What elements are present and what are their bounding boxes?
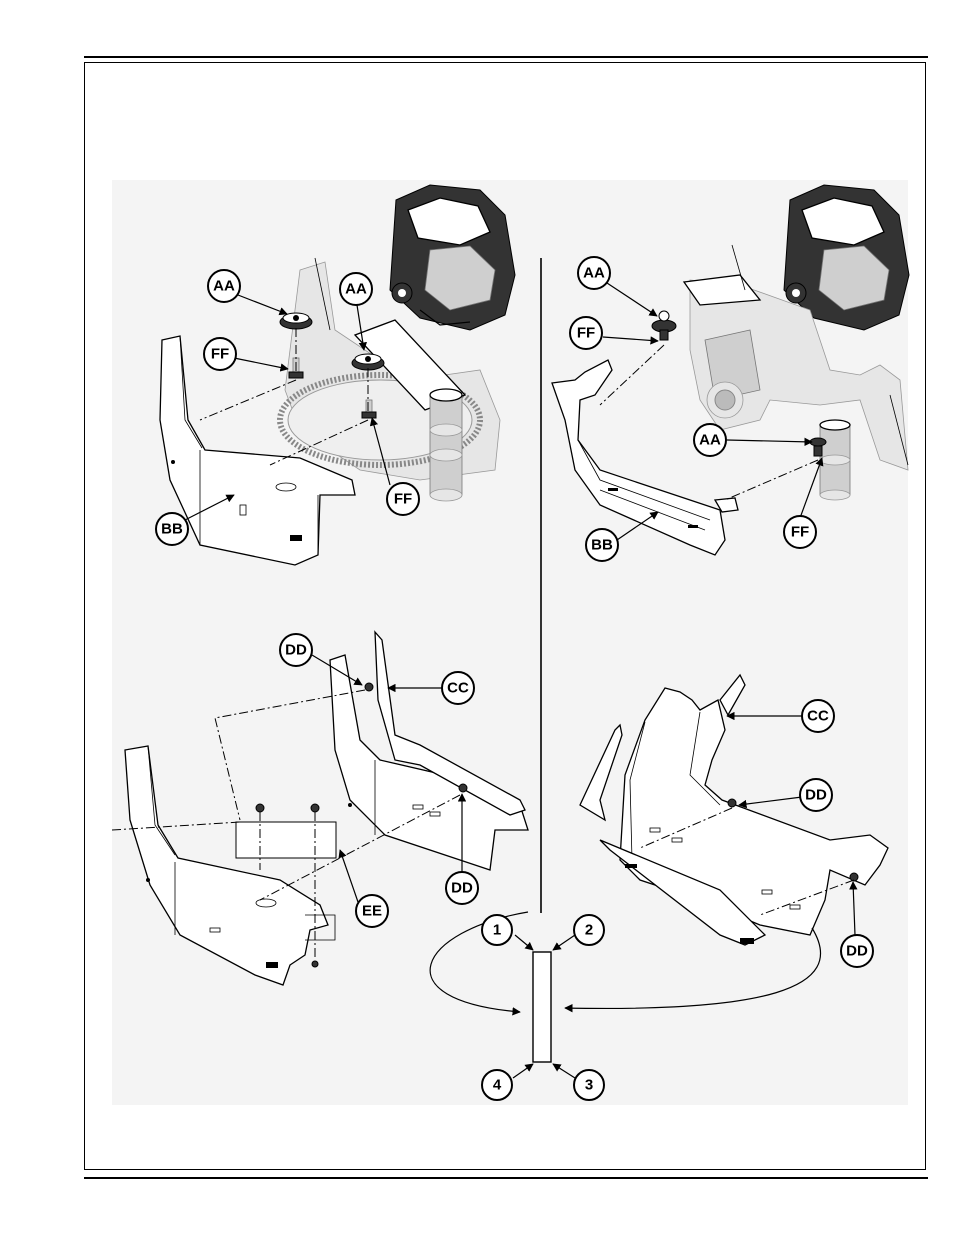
callout-ff-3: FF bbox=[570, 317, 602, 349]
callout-ff-2-label: FF bbox=[394, 491, 412, 508]
callout-bb-1: BB bbox=[156, 513, 188, 545]
callout-aa-3: AA bbox=[578, 257, 610, 289]
callout-aa-2: AA bbox=[340, 273, 372, 305]
callout-cc-2: CC bbox=[802, 700, 834, 732]
callout-bb-1-label: BB bbox=[161, 521, 183, 538]
callout-dd-1-label: DD bbox=[285, 642, 307, 659]
sequence-step-2-label: 2 bbox=[585, 922, 593, 939]
sequence-step-4: 4 bbox=[482, 1070, 512, 1100]
callout-ee: EE bbox=[356, 895, 388, 927]
callout-dd-2-label: DD bbox=[451, 880, 473, 897]
callout-cc-2-label: CC bbox=[807, 708, 829, 725]
callout-cc-1-label: CC bbox=[447, 680, 469, 697]
callout-dd-4: DD bbox=[841, 935, 873, 967]
sequence-step-4-label: 4 bbox=[493, 1077, 502, 1094]
callout-aa-3-label: AA bbox=[583, 265, 605, 282]
callout-aa-2-label: AA bbox=[345, 281, 367, 298]
callout-ff-1-label: FF bbox=[211, 346, 229, 363]
sequence-step-2: 2 bbox=[574, 915, 604, 945]
callout-ff-4: FF bbox=[784, 516, 816, 548]
knob-aa-left-1 bbox=[280, 313, 312, 329]
callout-dd-3: DD bbox=[800, 779, 832, 811]
callout-dd-3-label: DD bbox=[805, 787, 827, 804]
callout-ee-label: EE bbox=[362, 903, 382, 920]
callout-aa-4-label: AA bbox=[699, 432, 721, 449]
callout-dd-1: DD bbox=[280, 634, 312, 666]
sequence-step-1: 1 bbox=[482, 915, 512, 945]
callout-bb-2: BB bbox=[586, 529, 618, 561]
callout-bb-2-label: BB bbox=[591, 537, 613, 554]
callout-dd-2: DD bbox=[446, 872, 478, 904]
sequence-step-1-label: 1 bbox=[493, 922, 501, 939]
callout-cc-1: CC bbox=[442, 672, 474, 704]
callout-aa-4: AA bbox=[694, 424, 726, 456]
callout-ff-1: FF bbox=[204, 338, 236, 370]
callout-dd-4-label: DD bbox=[846, 943, 868, 960]
callout-ff-3-label: FF bbox=[577, 325, 595, 342]
sequence-step-3: 3 bbox=[574, 1070, 604, 1100]
callout-ff-2: FF bbox=[387, 483, 419, 515]
knob-aa-left-2 bbox=[352, 354, 384, 370]
callout-ff-4-label: FF bbox=[791, 524, 809, 541]
callout-aa-1: AA bbox=[208, 270, 240, 302]
callout-aa-1-label: AA bbox=[213, 278, 235, 295]
sequence-strip bbox=[533, 952, 551, 1062]
sequence-step-3-label: 3 bbox=[585, 1077, 593, 1094]
